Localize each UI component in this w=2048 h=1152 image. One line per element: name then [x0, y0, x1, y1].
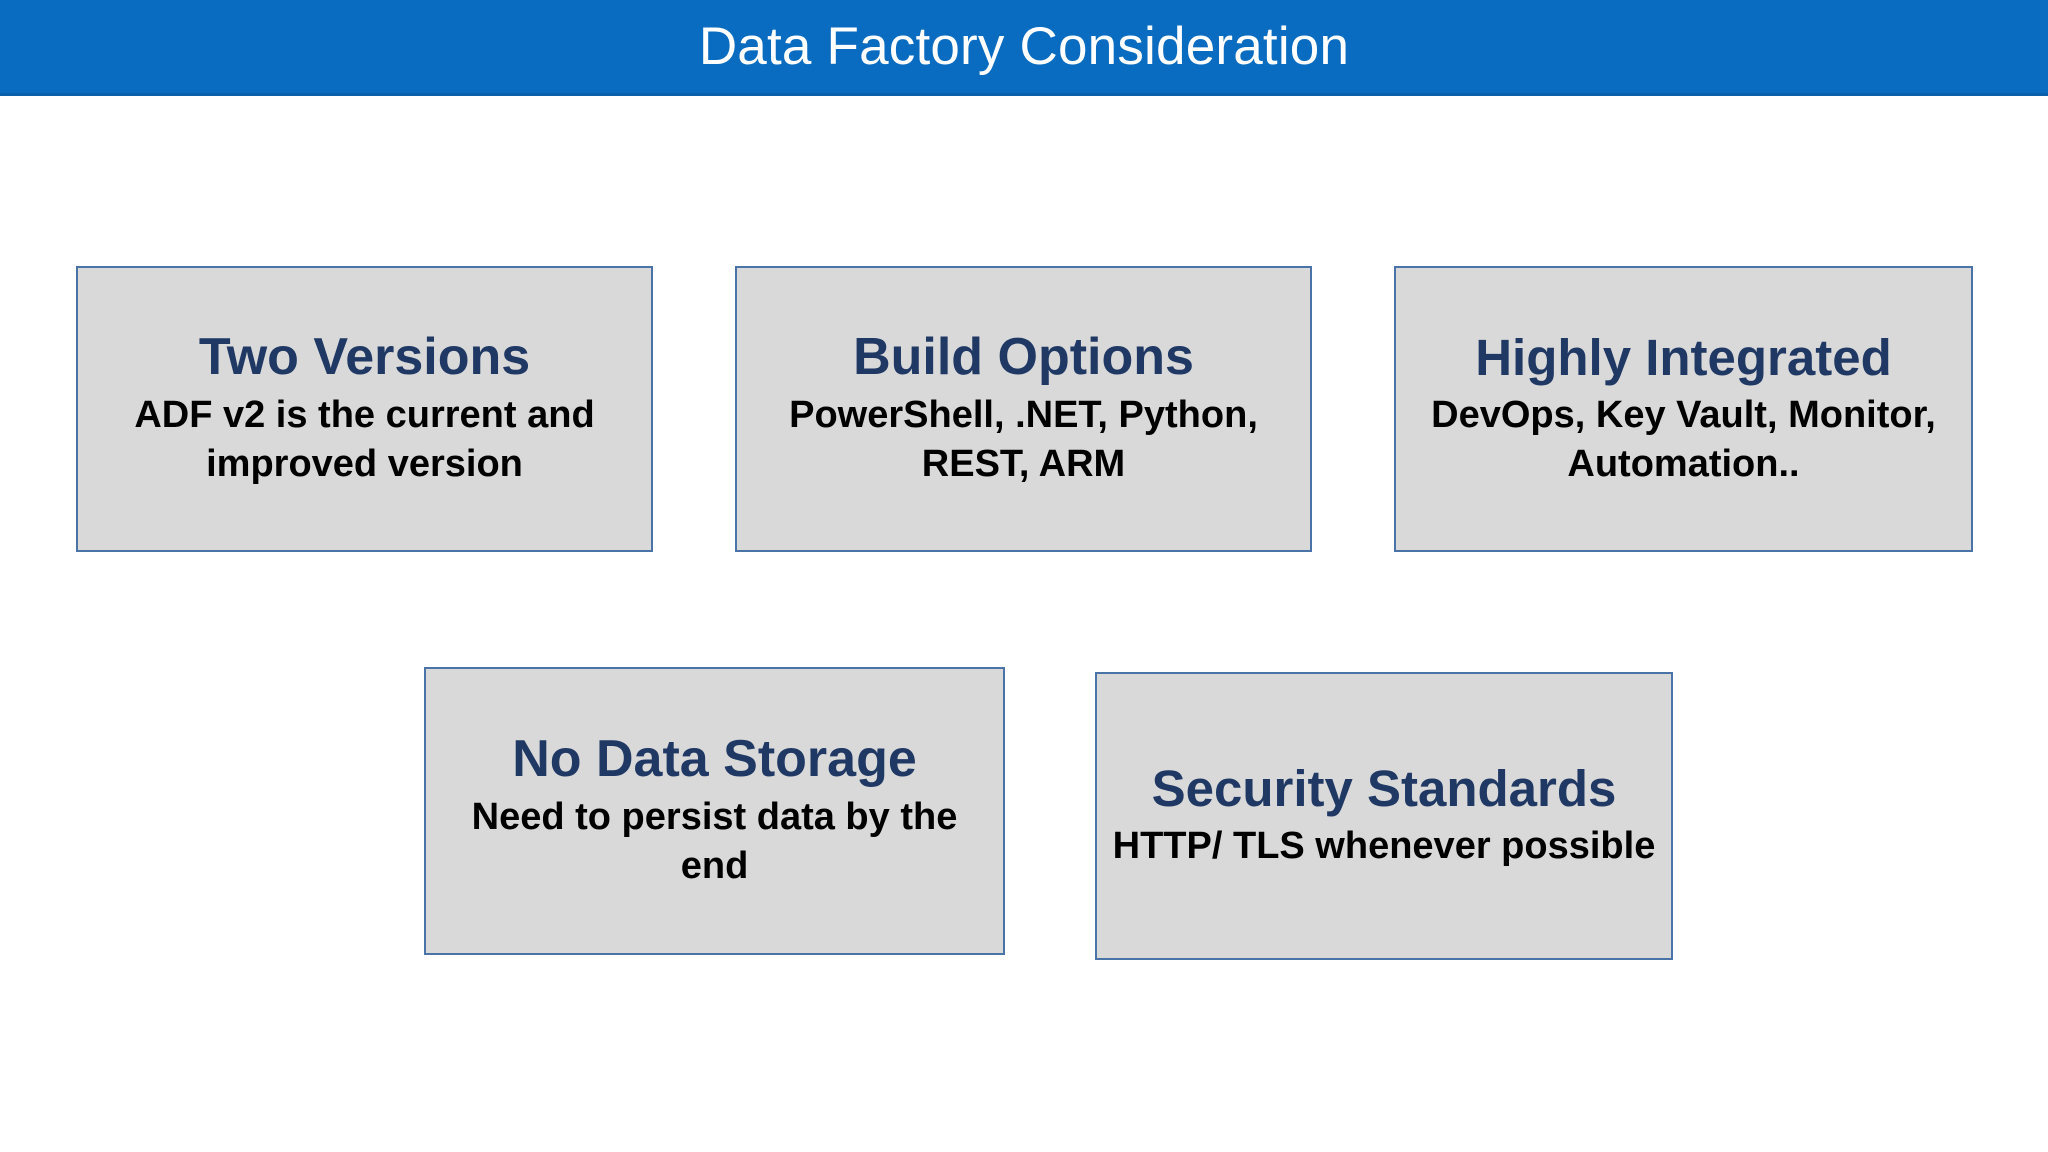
card-body: Need to persist data by the end: [471, 796, 958, 888]
card-heading: Two Versions: [198, 328, 531, 387]
card-heading: Build Options: [853, 328, 1194, 387]
card-body: PowerShell, .NET, Python, REST, ARM: [789, 394, 1258, 486]
card-highly-integrated: Highly Integrated DevOps, Key Vault, Mon…: [1394, 266, 1973, 552]
card-build-options: Build Options PowerShell, .NET, Python, …: [735, 266, 1312, 552]
card-security-standards: Security Standards HTTP/ TLS whenever po…: [1095, 672, 1673, 960]
card-heading: Highly Integrated: [1475, 328, 1892, 386]
card-heading: Security Standards: [1151, 760, 1617, 818]
card-body: HTTP/ TLS whenever possible: [1112, 825, 1656, 868]
slide-title: Data Factory Consideration: [698, 17, 1350, 76]
card-body: ADF v2 is the current and improved versi…: [134, 394, 595, 486]
slide-title-banner: Data Factory Consideration: [0, 0, 2048, 96]
card-no-data-storage: No Data Storage Need to persist data by …: [424, 667, 1005, 955]
card-body: DevOps, Key Vault, Monitor, Automation..: [1431, 393, 1936, 485]
card-two-versions: Two Versions ADF v2 is the current and i…: [76, 266, 653, 552]
card-heading: No Data Storage: [512, 730, 917, 789]
